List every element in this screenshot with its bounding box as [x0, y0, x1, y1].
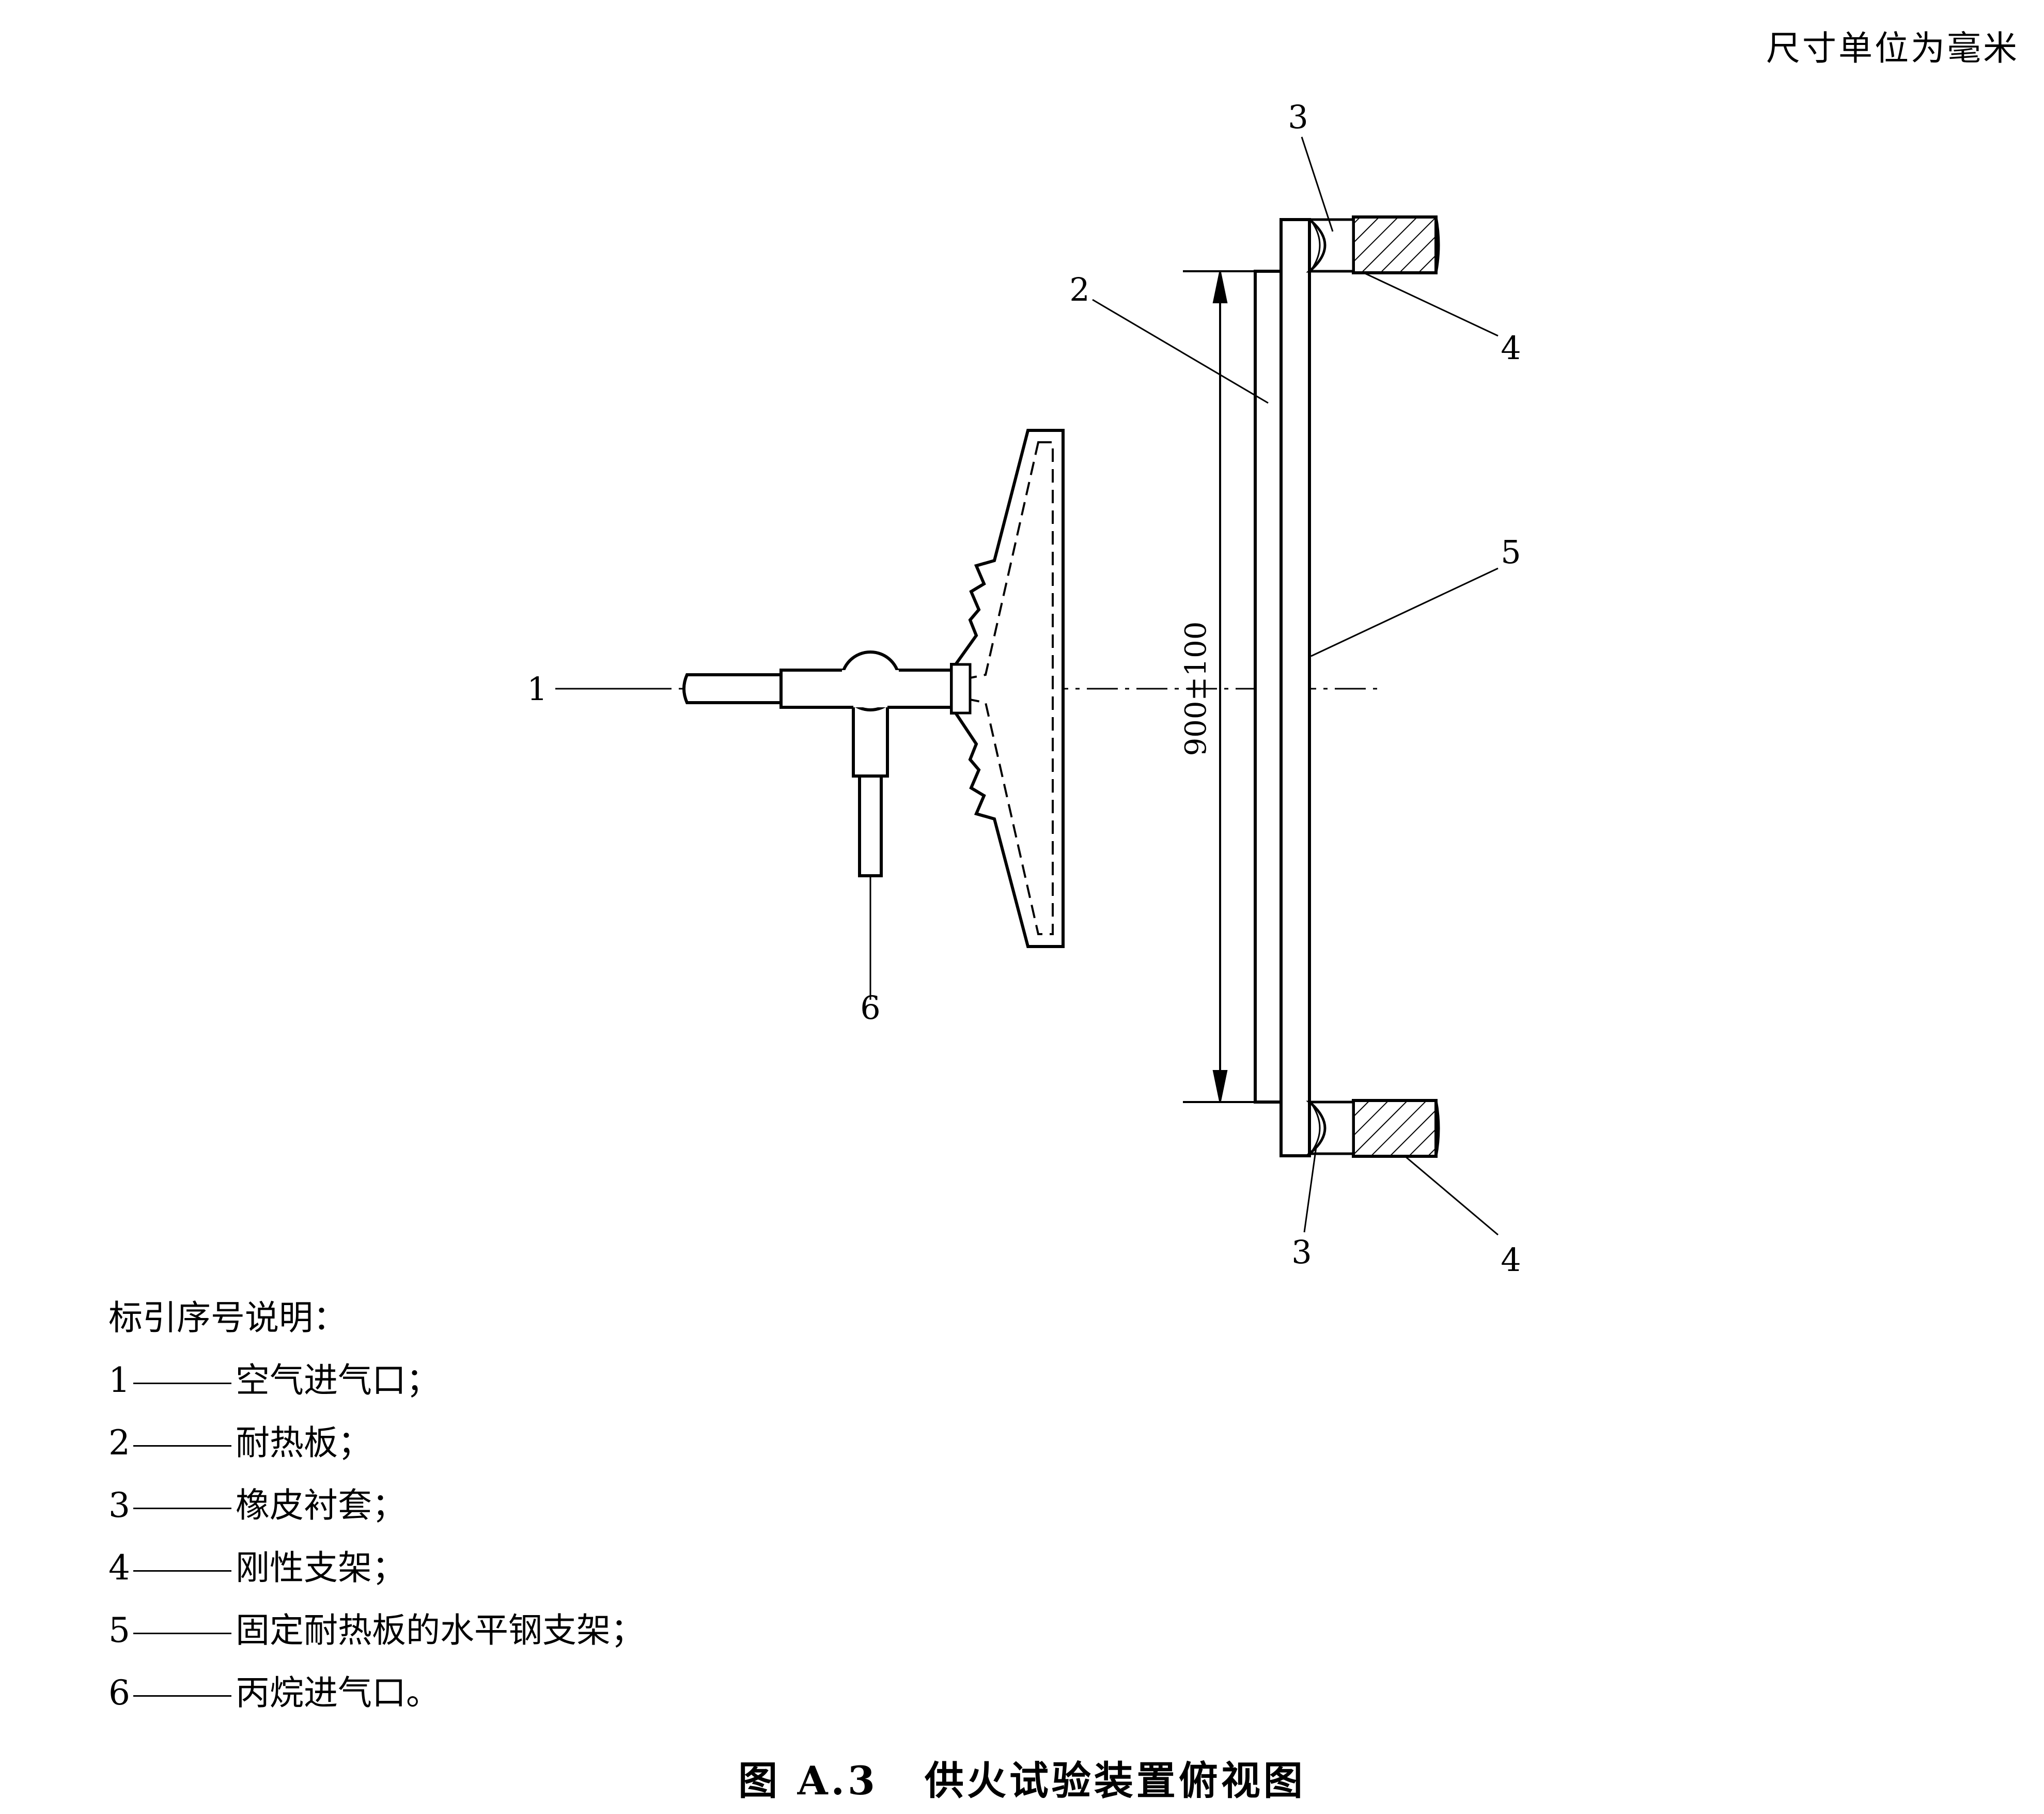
legend-item: 6 丙烷进气口。: [108, 1662, 645, 1724]
panel-assembly: [1254, 218, 1311, 1157]
air-inlet-pipe: [682, 673, 783, 704]
callout-6: 6: [860, 989, 880, 1027]
legend-item: 3 橡皮衬套；: [108, 1474, 645, 1537]
legend: 标引序号说明： 1 空气进气口； 2 耐热板； 3 橡皮衬套； 4 刚性支架； 5 固定耐…: [108, 1286, 645, 1724]
legend-dash: [133, 1695, 231, 1697]
dimension-text: 900±100: [1179, 622, 1213, 756]
dimension-900: [1183, 270, 1255, 1103]
figure-number: 图 A.3: [738, 1758, 878, 1804]
burner-assembly: [682, 429, 1065, 948]
callout-2: 2: [1069, 271, 1089, 308]
legend-number: 3: [108, 1485, 130, 1525]
callout-3-bottom: 3: [1291, 1233, 1312, 1271]
leader-lines: [555, 136, 1499, 1236]
legend-item: 1 空气进气口；: [108, 1349, 645, 1412]
legend-number: 6: [108, 1673, 130, 1713]
legend-number: 2: [108, 1423, 130, 1463]
legend-item: 4 刚性支架；: [108, 1537, 645, 1599]
legend-text: 橡皮衬套；: [236, 1485, 406, 1525]
callout-3-top: 3: [1288, 98, 1308, 136]
burner-flange: [950, 663, 972, 715]
rigid-support-bottom: [1305, 1099, 1440, 1158]
legend-item: 5 固定耐热板的水平钢支架；: [108, 1599, 645, 1662]
rubber-sleeve-bottom: [1305, 1100, 1355, 1155]
unit-note: 尺寸单位为毫米: [1766, 28, 2019, 68]
legend-heading: 标引序号说明：: [108, 1298, 347, 1338]
figure-caption: 图 A.3 供火试验装置俯视图: [0, 1749, 2044, 1806]
legend-number: 4: [108, 1548, 130, 1588]
legend-text: 丙烷进气口。: [236, 1673, 440, 1713]
legend-text: 空气进气口；: [236, 1360, 440, 1400]
burner-head-inner: [959, 441, 1054, 935]
rubber-sleeve-top: [1305, 218, 1355, 273]
legend-dash: [133, 1570, 231, 1572]
callout-1: 1: [527, 670, 547, 708]
propane-inlet-pipe: [858, 774, 883, 877]
legend-item: 2 耐热板；: [108, 1412, 645, 1474]
legend-text: 固定耐热板的水平钢支架；: [236, 1610, 645, 1650]
heat-resistant-board: [1254, 270, 1283, 1104]
legend-number: 5: [108, 1610, 130, 1650]
horizontal-steel-support: [1280, 218, 1311, 1157]
legend-dash: [133, 1507, 231, 1509]
legend-dash: [133, 1445, 231, 1447]
rigid-support-top: [1305, 215, 1440, 274]
callout-4-top: 4: [1501, 329, 1521, 367]
legend-dash: [133, 1382, 231, 1384]
callout-4-bottom: 4: [1501, 1241, 1521, 1279]
callout-5: 5: [1501, 533, 1521, 571]
figure-title: 供火试验装置俯视图: [924, 1758, 1306, 1804]
legend-text: 耐热板；: [236, 1423, 372, 1463]
legend-number: 1: [108, 1360, 130, 1400]
legend-dash: [133, 1632, 231, 1634]
legend-text: 刚性支架；: [236, 1548, 406, 1588]
